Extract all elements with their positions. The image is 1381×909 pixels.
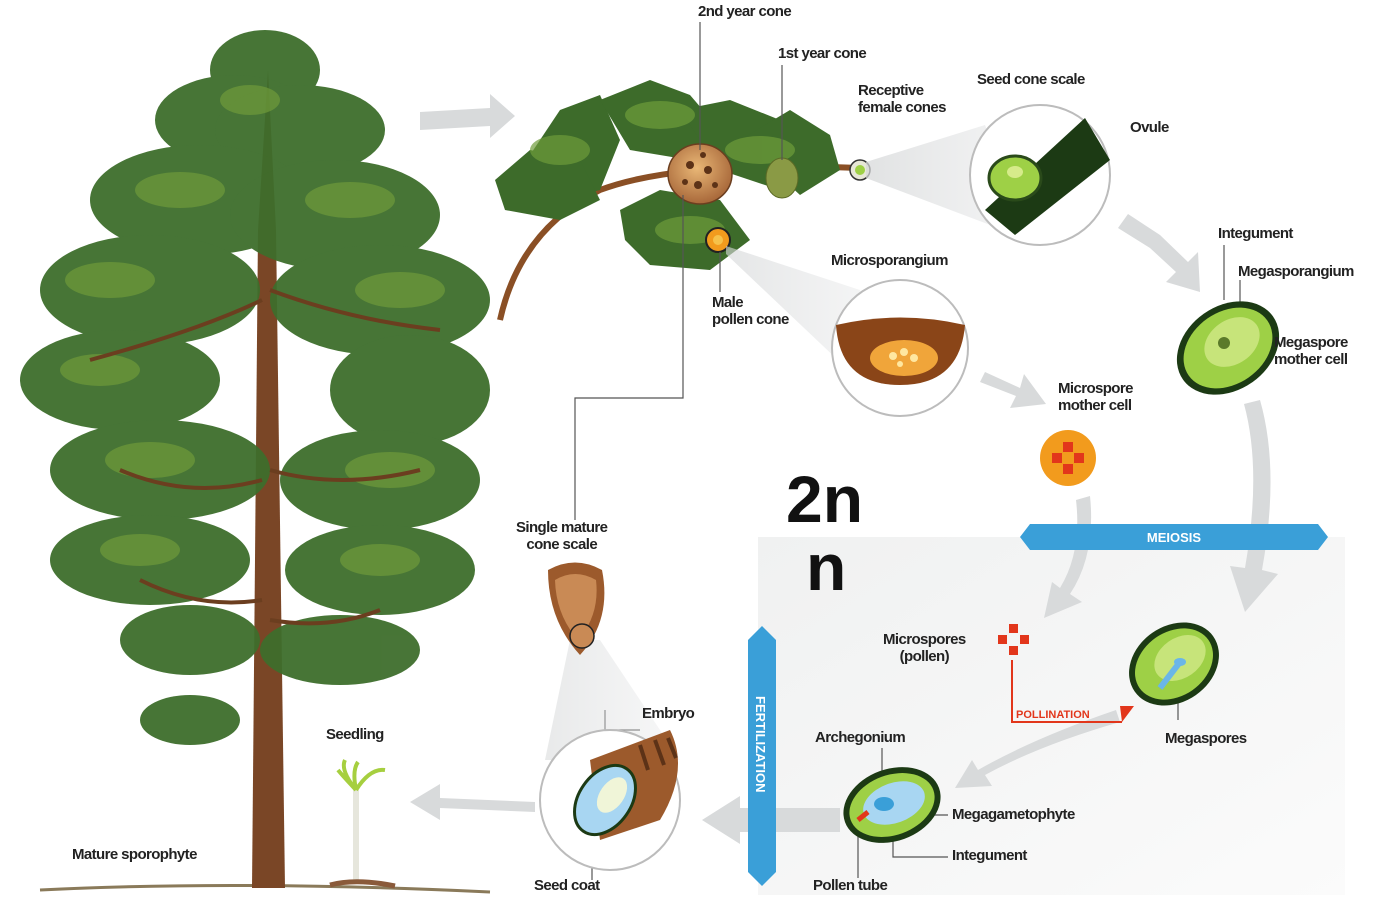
label-second-year-cone: 2nd year cone [698, 3, 792, 20]
label-integument-bottom: Integument [952, 847, 1027, 864]
diploid-label: 2n [786, 462, 864, 536]
single-mature-cone-scale [548, 562, 605, 655]
meiosis-band: MEIOSIS [1020, 524, 1328, 550]
microspore-mother-cell [1040, 430, 1096, 486]
label-microsporangium: Microsporangium [831, 252, 948, 269]
haploid-label: n [806, 530, 847, 604]
label-megaspores: Megaspores [1165, 730, 1247, 747]
label-receptive-female-cones: Receptive female cones [858, 82, 946, 116]
mature-sporophyte-tree [20, 30, 491, 894]
label-megaspore-mother-cell: Megaspore mother cell [1274, 334, 1348, 368]
fertilization-label: FERTILIZATION [753, 696, 768, 793]
cycle-arrows [410, 94, 1278, 844]
label-embryo: Embryo [642, 705, 695, 722]
seed-zoom [539, 729, 681, 871]
label-first-year-cone: 1st year cone [778, 45, 867, 62]
pollination-label: POLLINATION [1016, 709, 1090, 721]
label-seedling: Seedling [326, 726, 384, 743]
label-microspores-pollen: Microspores (pollen) [883, 631, 966, 665]
megasporangium-ovule [1176, 301, 1280, 395]
meiosis-label: MEIOSIS [1147, 530, 1202, 545]
label-male-pollen-cone: Male pollen cone [712, 294, 789, 328]
label-megasporangium: Megasporangium [1238, 263, 1354, 280]
fertilization-band: FERTILIZATION [748, 626, 776, 886]
pine-branch [495, 80, 871, 321]
label-mature-sporophyte: Mature sporophyte [72, 846, 197, 863]
label-seed-cone-scale: Seed cone scale [977, 71, 1085, 88]
label-megagametophyte: Megagametophyte [952, 806, 1075, 823]
label-integument-top: Integument [1218, 225, 1293, 242]
microspores-pollen [998, 624, 1029, 655]
microsporangium-zoom [831, 279, 969, 417]
megagametophyte-ovule [843, 767, 941, 843]
label-single-mature-cone-scale: Single mature cone scale [516, 519, 608, 553]
label-archegonium: Archegonium [815, 729, 906, 746]
label-seed-coat: Seed coat [534, 877, 600, 894]
label-pollen-tube: Pollen tube [813, 877, 888, 894]
label-ovule: Ovule [1130, 119, 1169, 136]
seedling-illustration [329, 759, 396, 889]
label-microspore-mother-cell: Microspore mother cell [1058, 380, 1133, 414]
seed-cone-scale-zoom [969, 104, 1111, 246]
megaspores-ovule [1129, 622, 1219, 706]
